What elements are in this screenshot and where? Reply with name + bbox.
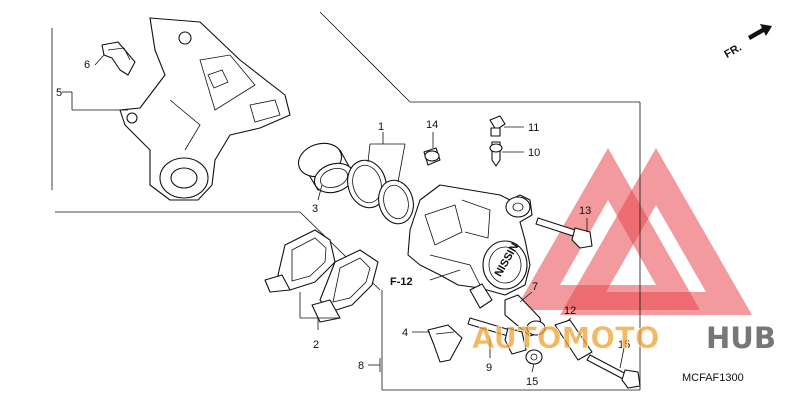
watermark-text: AUTOMOTO HUB	[472, 321, 776, 356]
callout-3: 3	[312, 203, 318, 215]
callout-7: 7	[532, 281, 538, 293]
callout-12: 12	[564, 305, 576, 317]
caliper-body: NISSIN	[407, 184, 533, 296]
watermark-triangle-left	[515, 148, 700, 310]
callout-6: 6	[84, 59, 90, 71]
bleeder-screw	[489, 115, 506, 167]
pad-retainer	[427, 324, 463, 363]
pin-bolt	[467, 317, 527, 355]
callouts: 1 2 3 4 5 6 7 8 9 10 11 12 13 14 15 15 F…	[56, 59, 630, 388]
plug	[423, 147, 441, 166]
callout-13: 13	[579, 205, 591, 217]
callout-14: 14	[426, 119, 438, 131]
piston	[297, 142, 355, 194]
callout-15-nut: 15	[526, 376, 538, 388]
watermark-triangle-right	[560, 148, 752, 315]
front-arrow-icon	[748, 24, 772, 40]
reference-label: F-12	[390, 276, 413, 288]
callout-4: 4	[402, 327, 408, 339]
bracket-clip	[101, 41, 136, 76]
sleeve	[554, 319, 593, 361]
diagram-code: MCFAF1300	[682, 372, 744, 384]
callout-5: 5	[56, 87, 62, 99]
watermark-logo	[515, 148, 752, 315]
callout-11: 11	[528, 122, 539, 134]
piston-seals	[347, 159, 414, 225]
pin-boot	[469, 283, 546, 337]
callout-10: 10	[528, 147, 540, 159]
slide-pin	[535, 217, 593, 249]
callout-9: 9	[486, 362, 492, 374]
front-direction-indicator: FR.	[722, 24, 772, 61]
leader-lines	[51, 28, 625, 373]
assembly-frame	[55, 11, 641, 391]
mounting-bolt	[586, 354, 641, 389]
callout-1: 1	[378, 121, 384, 133]
callout-8: 8	[358, 360, 364, 372]
brake-pads	[264, 229, 379, 323]
callout-15-bolt: 15	[618, 339, 630, 351]
caliper-bracket	[119, 17, 291, 201]
callout-2: 2	[313, 339, 319, 351]
watermark-part2: HUB	[706, 321, 776, 355]
watermark-part1: AUTOMOTO	[472, 321, 659, 355]
front-label: FR.	[722, 42, 743, 61]
